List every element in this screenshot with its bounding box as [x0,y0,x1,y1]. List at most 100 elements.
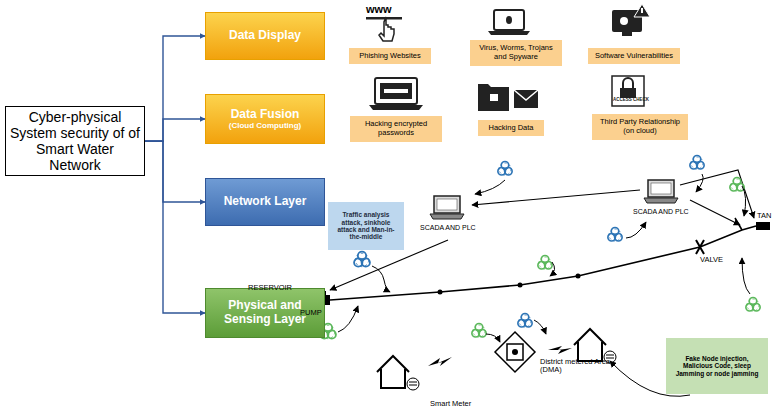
monitor-warning-icon [641,8,643,13]
dma-symbol [495,332,535,372]
house-symbol [377,356,409,388]
threat-arrows [338,306,358,332]
threat-text: Hacking encrypted passwords [354,120,438,137]
pipe-junctions [518,283,523,288]
threat-icons [518,314,532,328]
threat-text: Phishing Websites [359,52,421,61]
monitor-warning-icon [622,32,632,36]
scada-computer [644,180,678,203]
pipe-junctions [438,240,705,295]
www-icon [366,17,402,41]
label-text: TAN [757,212,771,220]
layer-box: Data Display [205,12,325,60]
root-box: Cyber-physical System security of of Sma… [5,106,145,176]
www-icon [379,17,394,41]
layer-box: Network Layer [205,178,325,226]
dma-symbol [495,332,535,372]
laptop-bug-icon [494,10,524,30]
data-folder-icon [514,90,538,108]
threat-box: Hacking encrypted passwords [350,116,442,142]
laptop-bug-icon [506,16,512,24]
threat-icons [730,178,744,192]
monitor-warning-icon [634,4,650,17]
layer-name: Data Fusion [231,108,300,122]
laptop-password-icon [380,83,412,99]
root-title: Cyber-physical System security of of Sma… [10,109,140,173]
control-links [680,170,754,218]
control-links [472,190,640,205]
threat-text: Virus, Worms, Trojans and Spyware [474,44,558,61]
label-text: ACCESS CHECK [613,98,649,103]
layer-name: Network Layer [224,195,307,209]
threat-icons [538,256,552,270]
scada-computer [648,180,674,197]
dma-symbol [512,349,518,355]
threat-arrows [475,180,505,194]
laptop-password-icon [384,89,408,93]
threat-arrows [486,334,500,342]
pipe-junctions [576,274,581,279]
tank-symbol [756,222,770,230]
threat-box: Traffic analysis attack, sinkhole attack… [328,202,404,250]
scada-computer [437,199,457,210]
label-text: SCADA AND PLC [633,208,689,216]
label-text: SCADA AND PLC [420,224,476,232]
wireless-bolt [548,346,572,354]
monitor-warning-icon [620,17,628,25]
threat-box: Hacking Data [478,120,544,136]
threat-icons [354,252,370,267]
laptop-password-icon [369,105,423,110]
house-symbol [407,378,419,390]
laptop-password-icon [369,78,423,110]
threat-arrows [742,258,750,294]
laptop-password-icon [375,78,417,104]
tree-connector [145,141,205,313]
house-symbol [574,329,606,361]
pipe-junctions [696,240,704,254]
threat-text: Third Party Relationship (on cloud) [596,118,684,135]
threat-text: Fake Node injection, Malicious Code, sle… [670,355,764,377]
threat-box: Phishing Websites [349,48,431,64]
lock-icon [623,78,633,88]
threat-box: Virus, Worms, Trojans and Spyware [470,40,562,66]
control-links [330,170,754,290]
lock-icon [620,88,636,98]
scada-computer [430,214,464,219]
scada-computer [651,183,671,194]
tree-connector [145,36,205,141]
control-links [690,200,740,225]
threat-arrows [696,174,703,192]
tank-symbol [756,222,770,230]
threat-icons [690,156,704,170]
layer-name: (Cloud Computing) [229,121,301,130]
pipe-junctions [438,290,443,295]
tree-connector [145,141,205,202]
layer-box: Data Fusion(Cloud Computing) [205,94,325,144]
layer-name: Data Display [229,29,301,43]
threat-icons [320,156,760,339]
label-text: PUMP [300,309,322,317]
threat-text: Software Vulnerabilities [595,52,673,61]
data-folder-icon [514,90,538,100]
label-text: RESERVOIR [248,284,292,292]
monitor-warning-icon [612,4,650,36]
threat-arrows [550,262,555,276]
house-symbol [409,382,417,385]
laptop-bug-icon [488,10,530,35]
label-text: VALVE [700,256,723,264]
threat-box: Software Vulnerabilities [588,48,680,64]
data-folder-icon [490,94,498,101]
house-symbol [377,356,419,390]
scada-computer [430,196,464,219]
threat-text: Hacking Data [488,124,533,133]
threat-icons [608,228,622,242]
threat-icons [498,162,512,176]
data-folder-icon [478,84,538,111]
wireless-bolt [428,357,452,366]
tree-connector [145,119,205,141]
label-text: Smart Meter [430,400,471,408]
threat-arrows [742,186,746,216]
scada-computer [644,198,678,203]
threat-text: Traffic analysis attack, sinkhole attack… [332,211,400,241]
